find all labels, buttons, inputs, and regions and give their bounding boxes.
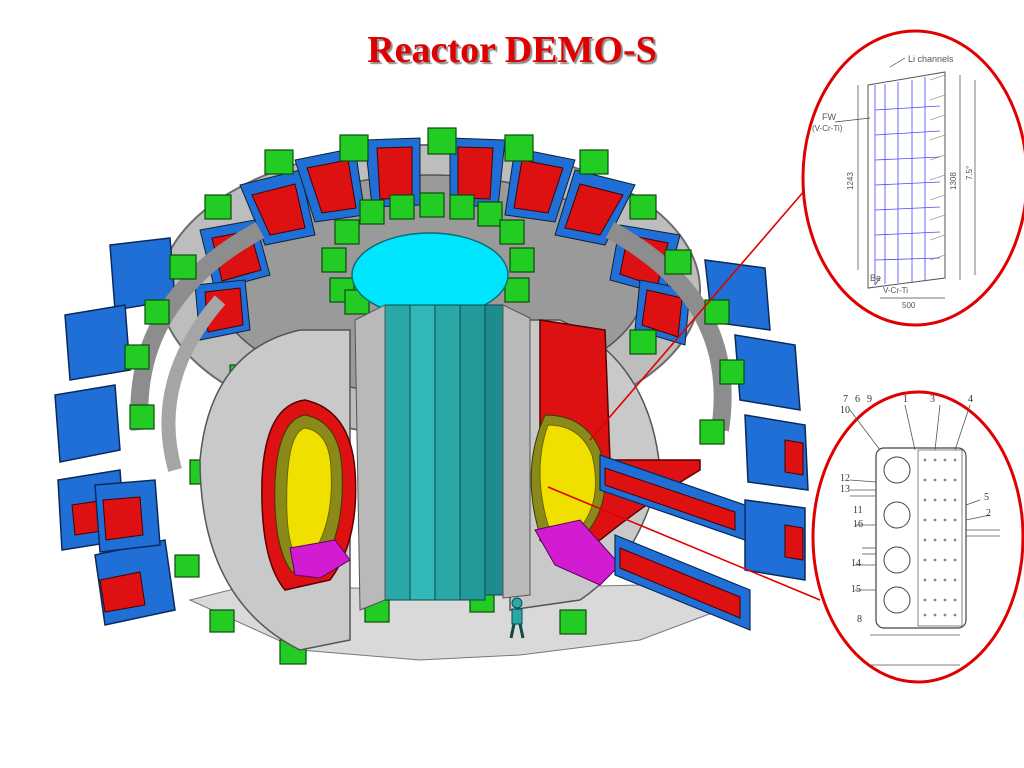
callout-16: 16 xyxy=(853,519,863,530)
callout-5: 5 xyxy=(984,492,989,503)
slide-title: Reactor DEMO-S xyxy=(367,29,657,71)
callout-1: 1 xyxy=(903,394,908,405)
bottom-material-label: V-Cr-Ti xyxy=(883,286,908,295)
green-coil-blocks xyxy=(124,127,745,665)
dim-1243: 1243 xyxy=(846,172,855,190)
callout-2: 2 xyxy=(986,508,991,519)
callout-12: 12 xyxy=(840,473,850,484)
dim-angle: 7.5° xyxy=(965,166,974,180)
callout-4: 4 xyxy=(968,394,973,405)
divertor-callouts: 7 6 9 10 1 3 4 5 2 12 13 11 16 14 15 8 xyxy=(840,394,991,625)
callout-line-top xyxy=(589,189,806,441)
divertor-right xyxy=(534,519,621,586)
callout-14: 14 xyxy=(851,558,861,569)
detail-bottom-divertor xyxy=(811,390,1024,684)
dim-1308: 1308 xyxy=(949,172,958,190)
callout-15: 15 xyxy=(851,584,861,595)
fw-label: FW xyxy=(822,112,836,122)
detail-top-blanket xyxy=(801,29,1024,327)
callout-10: 10 xyxy=(840,405,850,416)
central-solenoid xyxy=(384,304,504,601)
callout-11: 11 xyxy=(853,505,863,516)
outer-coil-boxes-left xyxy=(54,237,176,626)
callout-7: 7 xyxy=(843,394,848,405)
callout-6: 6 xyxy=(855,394,860,405)
tf-coils-back xyxy=(194,137,691,346)
callout-3: 3 xyxy=(930,394,935,405)
solenoid-support-right xyxy=(502,304,531,599)
poloidal-ring-right xyxy=(605,222,732,432)
callout-13: 13 xyxy=(840,484,850,495)
li-channels-label: Li channels xyxy=(908,54,954,64)
solenoid-support-left xyxy=(354,304,386,611)
poloidal-ring-lower-left xyxy=(161,295,226,472)
person-scale-icon xyxy=(509,597,525,639)
callout-line-bottom xyxy=(547,486,821,601)
central-bore-top xyxy=(351,232,509,318)
callout-9: 9 xyxy=(867,394,872,405)
fw-material-label: (V-Cr-Ti) xyxy=(812,124,843,133)
outer-coil-boxes-right xyxy=(704,259,809,581)
dim-500: 500 xyxy=(902,301,916,310)
be-label: Be xyxy=(870,273,881,283)
horizontal-ports-right xyxy=(599,454,751,631)
callout-8: 8 xyxy=(857,614,862,625)
divertor-left xyxy=(289,539,351,579)
